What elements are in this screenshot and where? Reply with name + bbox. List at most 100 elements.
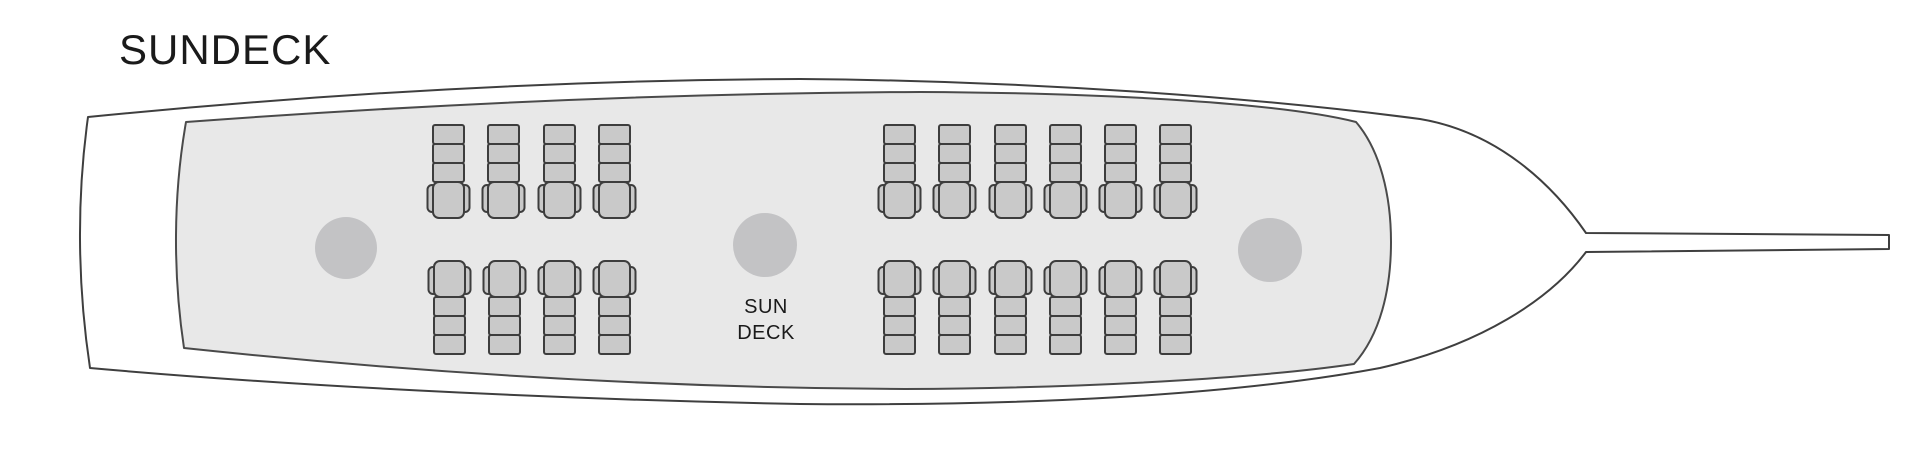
lounger-back-segment <box>1104 296 1137 317</box>
lounger-back-segment <box>1049 334 1082 355</box>
lounger-back-segment <box>938 296 971 317</box>
lounger-seat <box>938 260 971 298</box>
lounger-back-segment <box>1159 296 1192 317</box>
lounger-back-segment <box>432 143 465 164</box>
sun-lounger <box>877 260 922 355</box>
lounger-back-segment <box>994 162 1027 183</box>
lounger-back-segment <box>883 334 916 355</box>
lounger-back-segment <box>1159 315 1192 336</box>
sun-lounger <box>1153 260 1198 355</box>
lounger-seat <box>938 181 971 219</box>
lounger-seat <box>1104 260 1137 298</box>
page-title: SUNDECK <box>119 26 332 73</box>
lounger-seat <box>994 181 1027 219</box>
sun-lounger <box>1153 124 1198 219</box>
lounger-back-segment <box>598 124 631 145</box>
deck-structure-mid <box>733 213 797 277</box>
aft-port-lounger-row <box>426 124 637 219</box>
lounger-seat <box>1104 181 1137 219</box>
fore-starboard-lounger-row <box>877 260 1198 355</box>
lounger-back-segment <box>543 124 576 145</box>
lounger-back-segment <box>994 296 1027 317</box>
sun-lounger <box>592 124 637 219</box>
lounger-back-segment <box>938 162 971 183</box>
sun-lounger <box>537 124 582 219</box>
lounger-back-segment <box>938 334 971 355</box>
sun-lounger <box>1098 260 1143 355</box>
lounger-back-segment <box>543 315 576 336</box>
lounger-back-segment <box>994 143 1027 164</box>
lounger-back-segment <box>543 143 576 164</box>
sun-lounger <box>1098 124 1143 219</box>
lounger-back-segment <box>1159 124 1192 145</box>
lounger-seat <box>1159 181 1192 219</box>
lounger-back-segment <box>1104 143 1137 164</box>
lounger-back-segment <box>488 296 521 317</box>
aft-starboard-lounger-row <box>427 260 637 355</box>
lounger-back-segment <box>1049 143 1082 164</box>
lounger-back-segment <box>1104 315 1137 336</box>
lounger-back-segment <box>487 143 520 164</box>
lounger-back-segment <box>994 124 1027 145</box>
lounger-back-segment <box>1159 334 1192 355</box>
lounger-back-segment <box>543 296 576 317</box>
lounger-seat <box>598 260 631 298</box>
lounger-back-segment <box>938 124 971 145</box>
lounger-back-segment <box>1104 334 1137 355</box>
lounger-back-segment <box>488 334 521 355</box>
lounger-back-segment <box>433 334 466 355</box>
lounger-back-segment <box>883 143 916 164</box>
sun-lounger <box>482 260 527 355</box>
lounger-back-segment <box>938 315 971 336</box>
lounger-seat <box>598 181 631 219</box>
sun-lounger <box>988 260 1033 355</box>
lounger-seat <box>1159 260 1192 298</box>
sun-lounger <box>1043 124 1088 219</box>
sun-lounger <box>537 260 582 355</box>
lounger-back-segment <box>432 124 465 145</box>
lounger-back-segment <box>1159 162 1192 183</box>
deck-structure-fore <box>1238 218 1302 282</box>
lounger-seat <box>883 181 916 219</box>
lounger-back-segment <box>598 143 631 164</box>
sun-lounger <box>592 260 637 355</box>
lounger-back-segment <box>598 296 631 317</box>
lounger-back-segment <box>598 334 631 355</box>
deck-center-label-line2: DECK <box>737 322 795 344</box>
lounger-back-segment <box>433 315 466 336</box>
fore-port-lounger-row <box>877 124 1198 219</box>
lounger-back-segment <box>543 162 576 183</box>
lounger-back-segment <box>994 315 1027 336</box>
lounger-back-segment <box>1049 296 1082 317</box>
lounger-back-segment <box>938 143 971 164</box>
lounger-seat <box>487 181 520 219</box>
deck-structure-aft <box>315 217 377 279</box>
lounger-back-segment <box>883 296 916 317</box>
lounger-back-segment <box>1049 315 1082 336</box>
lounger-back-segment <box>487 162 520 183</box>
lounger-seat <box>543 260 576 298</box>
lounger-seat <box>1049 181 1082 219</box>
sun-lounger <box>932 260 977 355</box>
lounger-seat <box>488 260 521 298</box>
lounger-seat <box>1049 260 1082 298</box>
deck-center-label-line1: SUN <box>744 296 788 318</box>
lounger-back-segment <box>994 334 1027 355</box>
sun-lounger <box>932 124 977 219</box>
lounger-back-segment <box>1104 124 1137 145</box>
lounger-back-segment <box>883 162 916 183</box>
lounger-seat <box>994 260 1027 298</box>
lounger-back-segment <box>433 296 466 317</box>
lounger-back-segment <box>883 315 916 336</box>
lounger-back-segment <box>598 162 631 183</box>
sun-lounger <box>481 124 526 219</box>
sun-lounger <box>877 124 922 219</box>
lounger-back-segment <box>1104 162 1137 183</box>
lounger-seat <box>883 260 916 298</box>
lounger-back-segment <box>432 162 465 183</box>
sun-lounger <box>1043 260 1088 355</box>
lounger-back-segment <box>1159 143 1192 164</box>
lounger-seat <box>432 181 465 219</box>
